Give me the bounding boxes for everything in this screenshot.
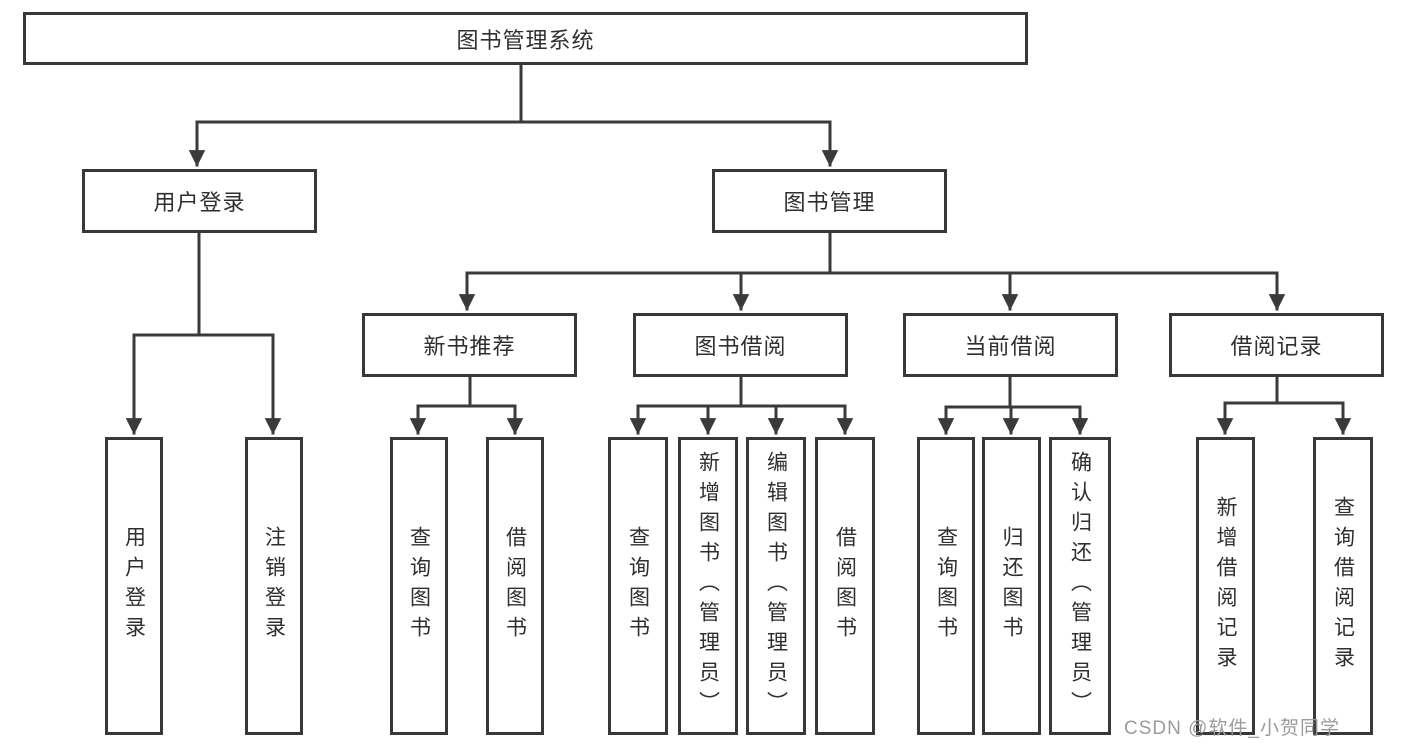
leaf-logout-login: 注销登录 <box>245 437 303 735</box>
node-label: 新增借阅记录 <box>1214 496 1237 676</box>
leaf-confirm-return-admin: 确认归还（管理员） <box>1049 437 1111 735</box>
node-label: 用户登录 <box>122 526 146 646</box>
node-label: 确认归还（管理员） <box>1068 451 1092 721</box>
node-borrowing-records: 借阅记录 <box>1169 313 1384 377</box>
node-label: 借阅记录 <box>1230 334 1323 359</box>
leaf-add-book-admin: 新增图书（管理员） <box>678 437 738 735</box>
node-label: 图书管理系统 <box>456 27 595 53</box>
node-label: 归还图书 <box>1000 526 1023 646</box>
node-label: 新增图书（管理员） <box>696 451 720 721</box>
node-user-login: 用户登录 <box>82 169 317 233</box>
node-label: 图书管理 <box>783 190 876 215</box>
leaf-borrow-books-recommend: 借阅图书 <box>486 437 544 735</box>
leaf-borrow-books: 借阅图书 <box>815 437 875 735</box>
node-label: 用户登录 <box>153 190 246 215</box>
node-label: 借阅图书 <box>833 526 857 646</box>
node-current-borrowing: 当前借阅 <box>903 313 1118 377</box>
node-label: 查询图书 <box>626 526 650 646</box>
node-label: 新书推荐 <box>423 334 516 359</box>
node-label: 编辑图书（管理员） <box>764 451 788 721</box>
node-label: 借阅图书 <box>503 526 527 646</box>
leaf-query-books-current: 查询图书 <box>917 437 975 735</box>
node-new-book-recommend: 新书推荐 <box>362 313 577 377</box>
csdn-watermark: CSDN @软件_小贺同学 <box>1124 718 1340 739</box>
node-label: 查询借阅记录 <box>1331 496 1355 676</box>
node-label: 查询图书 <box>934 526 958 646</box>
node-label: 注销登录 <box>262 526 286 646</box>
leaf-query-borrow-record: 查询借阅记录 <box>1313 437 1373 735</box>
node-label: 当前借阅 <box>964 334 1057 359</box>
leaf-return-books: 归还图书 <box>982 437 1041 735</box>
leaf-query-books-borrowing: 查询图书 <box>608 437 668 735</box>
node-label: 查询图书 <box>407 526 431 646</box>
node-book-management: 图书管理 <box>712 169 947 233</box>
node-label: 图书借阅 <box>694 334 787 359</box>
leaf-edit-book-admin: 编辑图书（管理员） <box>746 437 806 735</box>
node-library-management-system: 图书管理系统 <box>23 12 1028 65</box>
leaf-add-borrow-record: 新增借阅记录 <box>1196 437 1255 735</box>
node-book-borrowing: 图书借阅 <box>633 313 848 377</box>
leaf-user-login: 用户登录 <box>105 437 163 735</box>
leaf-query-books-recommend: 查询图书 <box>390 437 448 735</box>
